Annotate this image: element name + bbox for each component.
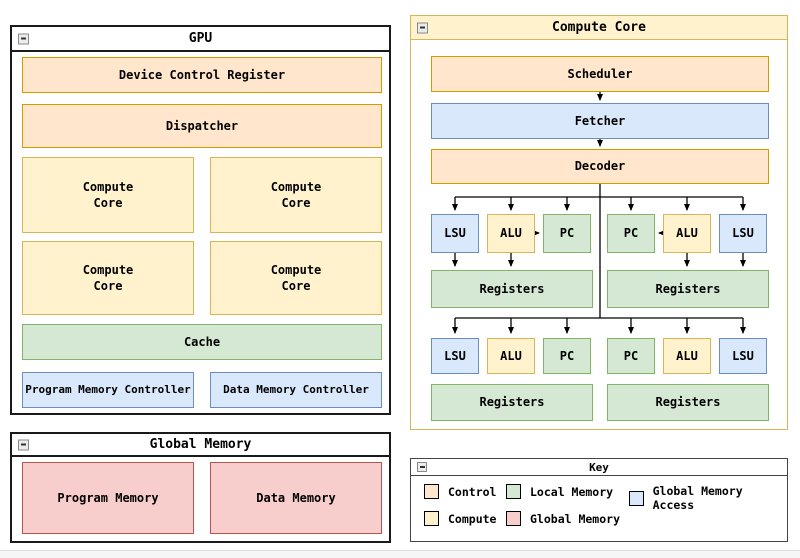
global-memory-titlebar: Global Memory (12, 434, 389, 457)
key-item-control: Control (424, 484, 496, 499)
compute-core-label: Compute Core (82, 262, 134, 293)
key-panel[interactable]: Key Control Local Memory Global Memory A… (410, 458, 788, 542)
compute-core-titlebar: Compute Core (411, 16, 787, 40)
collapse-icon[interactable] (417, 22, 428, 33)
program-memory-label: Program Memory (57, 490, 159, 505)
pc-label: PC (559, 348, 575, 363)
compute-core-box-3[interactable]: Compute Core (22, 241, 194, 315)
alu-box-r1-right[interactable]: ALU (663, 214, 711, 253)
global-memory-panel-title: Global Memory (149, 437, 252, 452)
program-memory-controller-box[interactable]: Program Memory Controller (22, 372, 194, 408)
gpu-panel[interactable]: GPU Device Control Register Dispatcher C… (10, 25, 391, 415)
data-memory-controller-label: Data Memory Controller (223, 382, 369, 396)
compute-core-panel[interactable]: Compute Core (410, 15, 788, 430)
collapse-icon[interactable] (18, 33, 29, 44)
data-memory-controller-box[interactable]: Data Memory Controller (210, 372, 382, 408)
lsu-box-r1-right[interactable]: LSU (719, 214, 767, 253)
dispatcher-label: Dispatcher (165, 118, 239, 133)
pc-box-r2-right[interactable]: PC (607, 338, 655, 374)
fetcher-box[interactable]: Fetcher (431, 103, 769, 139)
dispatcher-box[interactable]: Dispatcher (22, 104, 382, 148)
alu-label: ALU (676, 348, 698, 363)
compute-core-label: Compute Core (270, 262, 322, 293)
data-memory-box[interactable]: Data Memory (210, 462, 382, 534)
key-label-global-memory: Global Memory (530, 511, 621, 526)
alu-label: ALU (500, 348, 522, 363)
compute-core-label: Compute Core (270, 179, 322, 210)
collapse-icon[interactable] (18, 439, 29, 450)
cache-label: Cache (183, 334, 221, 349)
program-memory-box[interactable]: Program Memory (22, 462, 194, 534)
registers-box-r1-left[interactable]: Registers (431, 270, 593, 308)
gpu-titlebar: GPU (12, 27, 389, 52)
local-memory-swatch-icon (506, 484, 521, 499)
key-label-compute: Compute (448, 511, 497, 526)
lsu-label: LSU (444, 226, 466, 241)
scheduler-box[interactable]: Scheduler (431, 56, 769, 92)
data-memory-label: Data Memory (256, 490, 336, 505)
key-label-control: Control (448, 484, 497, 499)
key-titlebar: Key (411, 459, 787, 476)
global-memory-swatch-icon (506, 511, 521, 526)
lsu-box-r2-right[interactable]: LSU (719, 338, 767, 374)
lsu-label: LSU (444, 348, 466, 363)
canvas-bottom-edge (0, 550, 800, 558)
collapse-icon[interactable] (417, 462, 427, 472)
compute-core-box-4[interactable]: Compute Core (210, 241, 382, 315)
lsu-box-r2-left[interactable]: LSU (431, 338, 479, 374)
pc-box-r1-right[interactable]: PC (607, 214, 655, 253)
control-swatch-icon (424, 484, 439, 499)
fetcher-label: Fetcher (574, 113, 626, 128)
compute-core-label: Compute Core (82, 179, 134, 210)
cache-box[interactable]: Cache (22, 324, 382, 360)
pc-label: PC (623, 348, 639, 363)
key-item-compute: Compute (424, 511, 496, 526)
gpu-panel-title: GPU (188, 31, 213, 46)
key-panel-title: Key (589, 460, 609, 474)
alu-label: ALU (676, 226, 698, 241)
compute-core-box-2[interactable]: Compute Core (210, 157, 382, 233)
key-label-global-memory-access: Global Memory Access (652, 484, 743, 512)
global-memory-access-swatch-icon (629, 490, 644, 506)
program-memory-controller-label: Program Memory Controller (25, 382, 191, 396)
pc-box-r2-left[interactable]: PC (543, 338, 591, 374)
alu-box-r2-left[interactable]: ALU (487, 338, 535, 374)
scheduler-label: Scheduler (567, 66, 633, 81)
device-control-register-label: Device Control Register (118, 67, 286, 82)
registers-label: Registers (655, 395, 721, 410)
registers-box-r2-right[interactable]: Registers (607, 384, 769, 421)
pc-label: PC (623, 226, 639, 241)
compute-core-box-1[interactable]: Compute Core (22, 157, 194, 233)
pc-box-r1-left[interactable]: PC (543, 214, 591, 253)
device-control-register-box[interactable]: Device Control Register (22, 57, 382, 93)
alu-box-r1-left[interactable]: ALU (487, 214, 535, 253)
global-memory-panel[interactable]: Global Memory Program Memory Data Memory (10, 432, 391, 543)
key-item-global-memory: Global Memory (506, 511, 620, 526)
key-item-local-memory: Local Memory (506, 484, 613, 499)
registers-label: Registers (655, 281, 721, 296)
lsu-label: LSU (732, 348, 754, 363)
decoder-label: Decoder (574, 159, 626, 174)
key-item-global-memory-access: Global Memory Access (629, 484, 787, 512)
registers-box-r2-left[interactable]: Registers (431, 384, 593, 421)
compute-swatch-icon (424, 511, 439, 526)
registers-label: Registers (479, 281, 545, 296)
lsu-box-r1-left[interactable]: LSU (431, 214, 479, 253)
compute-core-panel-title: Compute Core (552, 20, 646, 35)
registers-label: Registers (479, 395, 545, 410)
registers-box-r1-right[interactable]: Registers (607, 270, 769, 308)
decoder-box[interactable]: Decoder (431, 149, 769, 184)
lsu-label: LSU (732, 226, 754, 241)
alu-label: ALU (500, 226, 522, 241)
key-label-local-memory: Local Memory (530, 484, 614, 499)
alu-box-r2-right[interactable]: ALU (663, 338, 711, 374)
pc-label: PC (559, 226, 575, 241)
